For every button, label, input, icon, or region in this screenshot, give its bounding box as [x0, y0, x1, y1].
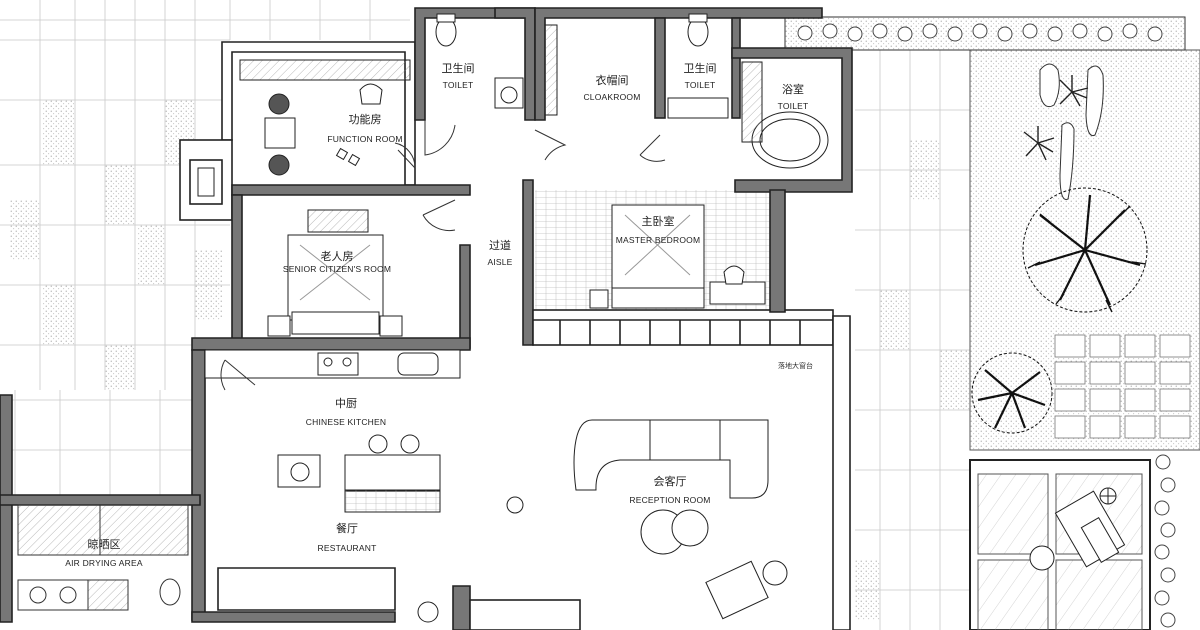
kitchen-fixtures: [204, 349, 461, 513]
reception-label-en: RECEPTION ROOM: [629, 495, 710, 505]
function-room-label-en: FUNCTION ROOM: [327, 134, 402, 144]
garden-stepping-tiles: [1054, 334, 1191, 439]
air-drying-area: [17, 504, 189, 611]
toilet-fixtures: [435, 13, 829, 169]
garden-stone: [1085, 65, 1104, 137]
master-bedroom-label-en: MASTER BEDROOM: [616, 235, 701, 245]
aisle-label-en: AISLE: [487, 257, 512, 267]
plant-icon: [1059, 75, 1089, 107]
restaurant-label-cn: 餐厅: [336, 521, 358, 535]
chair-icon: [723, 265, 745, 285]
function-room-label-cn: 功能房: [349, 112, 382, 126]
air-drying-label-en: AIR DRYING AREA: [65, 558, 143, 568]
tree-icon: [1022, 187, 1148, 313]
toilet-1-label-en: TOILET: [443, 80, 474, 90]
restaurant-label-en: RESTAURANT: [318, 543, 377, 553]
aisle-label-cn: 过道: [489, 238, 511, 252]
cloakroom-label-cn: 衣帽间: [596, 73, 629, 87]
stool-icon: [368, 434, 388, 454]
toilet-2-label-en: TOILET: [685, 80, 716, 90]
right-paving-dotted-tiles: [855, 140, 970, 620]
doors: [220, 120, 666, 391]
right-paving-grid: [855, 50, 970, 630]
master-bedroom-bed: [589, 204, 766, 309]
toilet-3-label-cn: 浴室: [782, 82, 804, 96]
shrub-column: [1154, 454, 1176, 628]
master-bedroom-label-cn: 主卧室: [642, 214, 675, 228]
chair-icon: [359, 83, 383, 105]
stool-icon: [400, 434, 420, 454]
room-labels: 功能房 FUNCTION ROOM 卫生间 TOILET 衣帽间 CLOAKRO…: [65, 61, 813, 568]
tree-icon: [971, 352, 1053, 434]
window-note: 落地大窗台: [778, 361, 813, 370]
function-room-furniture: [197, 59, 411, 197]
garden-stone: [1039, 63, 1060, 108]
toilet-1-label-cn: 卫生间: [442, 61, 475, 75]
toilet-2-label-cn: 卫生间: [684, 61, 717, 75]
cloakroom-label-en: CLOAKROOM: [583, 92, 640, 102]
reception-label-cn: 会客厅: [654, 474, 687, 488]
plant-icon: [1023, 126, 1055, 161]
toilet-3-label-en: TOILET: [778, 101, 809, 111]
kitchen-label-en: CHINESE KITCHEN: [306, 417, 386, 427]
air-drying-label-cn: 晾晒区: [88, 537, 121, 551]
senior-room-bed: [267, 209, 403, 337]
reception-furniture: [417, 419, 788, 623]
garden-area: [969, 49, 1200, 451]
senior-room-label-cn: 老人房: [321, 250, 354, 263]
shrub-hedge: [784, 16, 1186, 51]
pavilion: [969, 459, 1151, 630]
senior-room-label-en: SENIOR CITIZEN'S ROOM: [283, 264, 391, 274]
kitchen-label-cn: 中厨: [335, 397, 357, 410]
